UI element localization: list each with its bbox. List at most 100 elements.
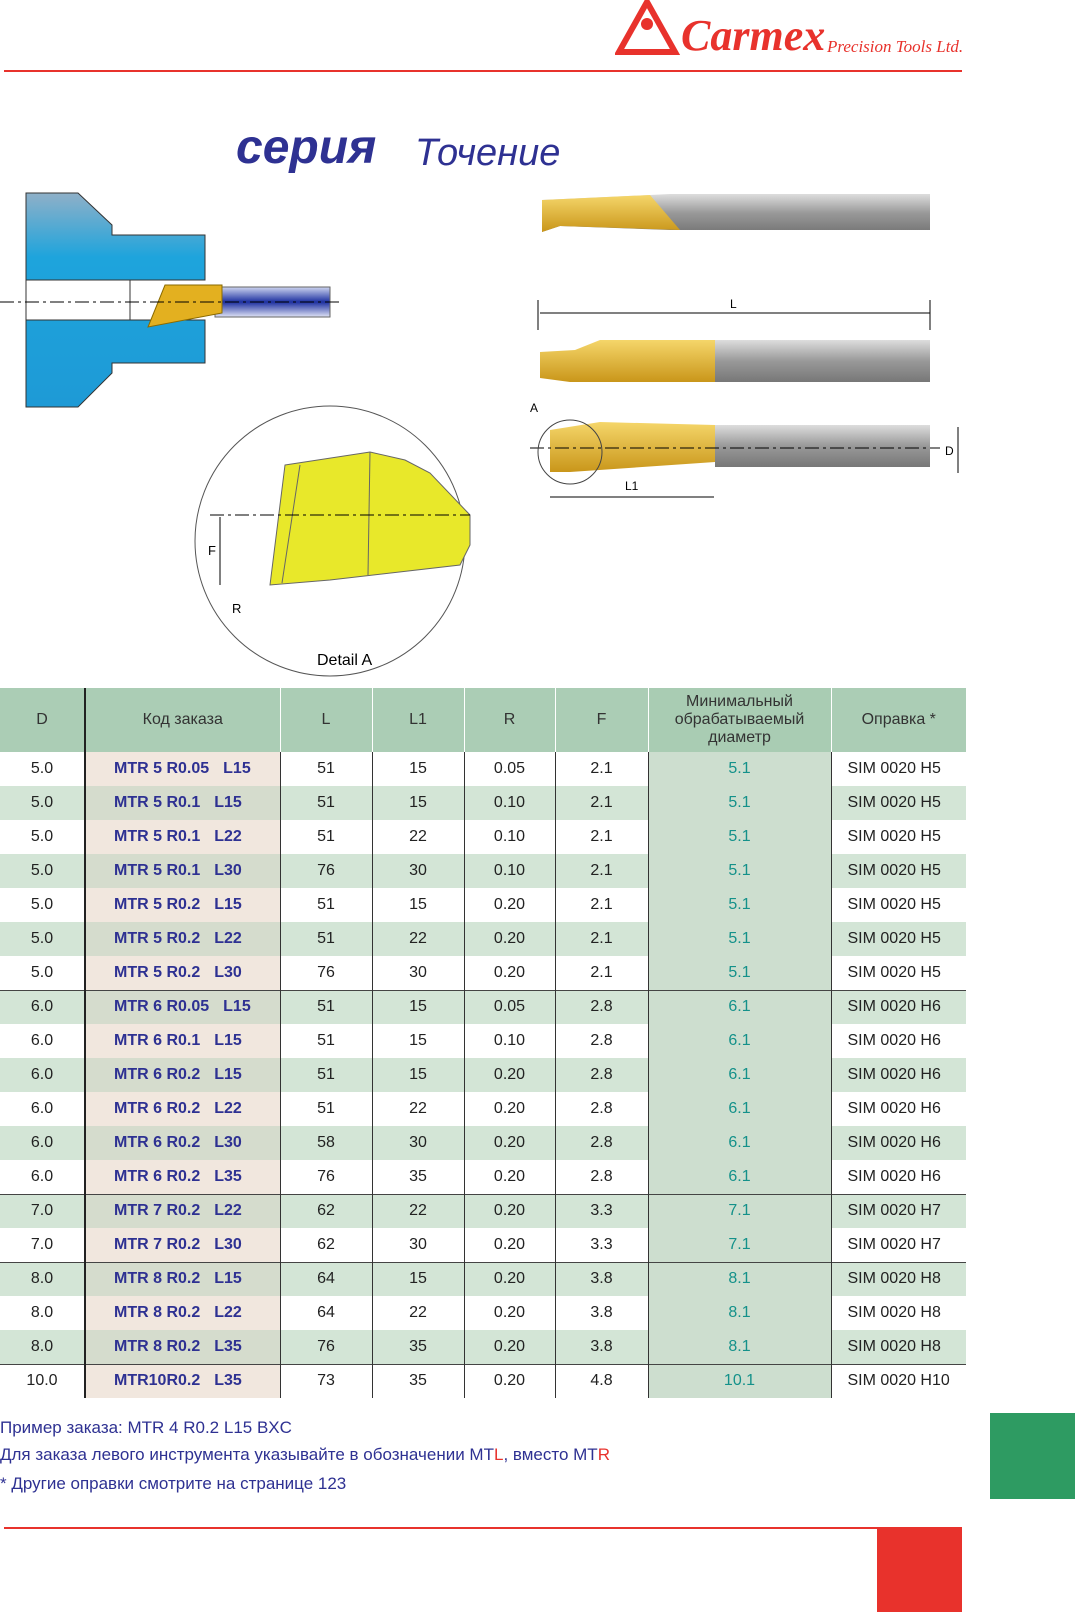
cell-min: 6.1 [647, 1024, 831, 1058]
cell-r: 0.10 [463, 786, 555, 820]
order-length: L35 [214, 1337, 242, 1355]
note-highlight: L [493, 1445, 504, 1464]
cell-l1: 15 [371, 1261, 464, 1296]
column-header: Код заказа [84, 688, 280, 752]
column-header: F [554, 688, 648, 752]
cell-f: 2.8 [554, 1024, 648, 1058]
cell-f: 2.1 [554, 854, 648, 888]
dim-L: L [730, 297, 737, 311]
cell-l: 51 [279, 1024, 372, 1058]
cell-l: 51 [279, 752, 372, 786]
detail-label: Detail A [317, 652, 372, 669]
cell-holder: SIM 0020 H5 [830, 752, 966, 786]
note-text: Для заказа левого инструмента указывайте… [0, 1445, 494, 1464]
cell-min: 5.1 [647, 786, 831, 820]
cell-l1: 35 [371, 1363, 464, 1398]
order-example: Пример заказа: MTR 4 R0.2 L15 BXC [0, 1418, 292, 1437]
page-title: Точение [415, 132, 561, 174]
cell-d: 10.0 [0, 1363, 85, 1398]
cell-min: 8.1 [647, 1261, 831, 1296]
cell-f: 2.1 [554, 956, 648, 990]
cell-r: 0.20 [463, 1330, 555, 1364]
cell-d: 8.0 [0, 1261, 85, 1296]
column-header: L1 [371, 688, 464, 752]
order-code: MTR 7 R0.2 [114, 1235, 201, 1253]
order-code: MTR 5 R0.1 [114, 828, 201, 845]
order-code: MTR 8 R0.2 [114, 1304, 201, 1321]
cell-l: 51 [279, 1092, 372, 1126]
cell-holder: SIM 0020 H5 [830, 820, 966, 854]
cell-l1: 15 [371, 989, 464, 1024]
cell-l: 76 [279, 956, 372, 990]
cell-d: 8.0 [30, 1304, 54, 1321]
tool-diagram: L A L1 D [530, 194, 959, 498]
column-header: Оправка * [830, 688, 966, 752]
cell-r: 0.20 [463, 1126, 555, 1160]
column-header: L [279, 688, 372, 752]
cell-l1: 22 [371, 1092, 464, 1126]
order-code: MTR 5 R0.2 [114, 896, 201, 913]
order-length: L30 [214, 862, 242, 879]
order-code: MTR 6 R0.05 [114, 998, 210, 1016]
order-code: MTR 8 R0.2 [114, 1270, 201, 1288]
cell-d: 5.0 [30, 896, 54, 913]
cell-min: 7.1 [647, 1193, 831, 1228]
cell-holder: SIM 0020 H5 [830, 922, 966, 956]
cell-min: 5.1 [647, 956, 831, 990]
order-code: MTR 8 R0.2 [114, 1337, 201, 1355]
cell-f: 3.3 [554, 1193, 648, 1228]
cell-r: 0.10 [463, 1024, 555, 1058]
order-length: L35 [214, 1372, 242, 1390]
cell-l: 51 [279, 1058, 372, 1092]
cell-holder: SIM 0020 H6 [830, 989, 966, 1024]
cell-min: 5.1 [647, 752, 831, 786]
order-length: L15 [214, 896, 242, 913]
section-tab [990, 1413, 1075, 1499]
cell-holder: SIM 0020 H6 [830, 1024, 966, 1058]
cell-l1: 30 [371, 854, 464, 888]
cell-l1: 15 [371, 786, 464, 820]
cell-f: 2.1 [554, 752, 648, 786]
cell-holder: SIM 0020 H5 [830, 956, 966, 990]
column-header: Минимальный обрабатываемый диаметр [647, 688, 831, 752]
cell-l: 51 [279, 888, 372, 922]
cell-min: 5.1 [647, 888, 831, 922]
order-code: MTR 6 R0.2 [114, 1167, 201, 1185]
cell-min: 5.1 [647, 922, 831, 956]
order-length: L15 [214, 1270, 242, 1288]
cell-holder: SIM 0020 H10 [830, 1363, 966, 1398]
order-length: L22 [214, 1202, 242, 1220]
cell-r: 0.10 [463, 820, 555, 854]
cell-l: 51 [279, 922, 372, 956]
cell-min: 5.1 [647, 854, 831, 888]
cell-d: 8.0 [0, 1330, 85, 1364]
order-code: MTR 6 R0.2 [114, 1066, 201, 1083]
cell-d: 6.0 [0, 1058, 85, 1092]
footer-block [877, 1527, 962, 1612]
note-text: , вместо MT [503, 1445, 598, 1464]
cell-l: 51 [279, 786, 372, 820]
order-code: MTR 7 R0.2 [114, 1202, 201, 1220]
cell-l: 58 [279, 1126, 372, 1160]
order-length: L30 [214, 1134, 242, 1151]
cell-l1: 22 [371, 1193, 464, 1228]
cell-l: 62 [279, 1193, 372, 1228]
